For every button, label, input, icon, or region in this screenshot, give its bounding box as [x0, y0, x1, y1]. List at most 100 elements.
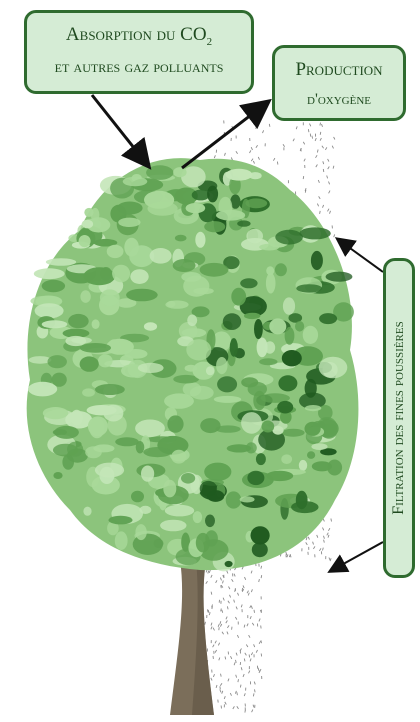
dust-particle — [324, 536, 325, 539]
label-filtration: Filtration des fines poussières — [383, 258, 415, 578]
foliage-patch — [43, 407, 68, 419]
dust-particle — [209, 612, 210, 615]
dust-particle — [330, 211, 331, 214]
foliage-patch — [82, 388, 95, 396]
dust-particle — [241, 605, 242, 608]
dust-particle — [329, 558, 330, 561]
foliage-patch — [299, 227, 330, 239]
foliage-patch — [150, 248, 172, 264]
dust-particle — [320, 132, 321, 135]
foliage-patch — [92, 319, 100, 329]
dust-particle — [230, 595, 231, 598]
dust-particle — [208, 571, 209, 574]
dust-particle — [245, 653, 247, 656]
dust-particle — [322, 124, 323, 127]
dust-particle — [319, 548, 321, 551]
dust-particle — [211, 575, 212, 578]
dust-particle — [246, 645, 248, 648]
dust-particle — [213, 645, 215, 648]
dust-particle — [255, 689, 256, 692]
dust-particle — [312, 136, 313, 139]
dust-particle — [223, 581, 224, 584]
foliage-patch — [187, 315, 197, 327]
foliage-patch — [266, 273, 276, 294]
foliage-patch — [257, 338, 268, 358]
foliage-patch — [95, 384, 125, 395]
foliage-patch — [190, 386, 214, 400]
foliage-patch — [226, 491, 242, 508]
foliage-patch — [53, 472, 62, 479]
foliage-patch — [67, 442, 83, 457]
foliage-patch — [217, 376, 237, 392]
foliage-patch — [278, 375, 297, 391]
dust-particle — [250, 605, 252, 608]
dust-particle — [317, 204, 318, 207]
foliage-patch — [98, 354, 113, 367]
arrow-filtration-top — [343, 243, 383, 272]
foliage-patch — [319, 357, 348, 379]
dust-particle — [220, 624, 221, 627]
dust-particle — [320, 138, 321, 141]
foliage-patch — [112, 265, 130, 283]
foliage-patch — [231, 288, 246, 306]
dust-particle — [308, 129, 309, 132]
dust-particle — [214, 155, 215, 158]
dust-particle — [216, 685, 217, 688]
foliage-patch — [160, 520, 186, 532]
dust-particle — [303, 142, 304, 145]
foliage-patch — [146, 165, 173, 180]
dust-particle — [273, 158, 275, 161]
dust-particle — [235, 691, 236, 694]
dust-particle — [324, 540, 325, 543]
foliage-patch — [216, 210, 245, 221]
foliage-patch — [143, 447, 171, 457]
dust-particle — [258, 157, 259, 160]
dust-particle — [213, 674, 214, 677]
dust-particle — [269, 124, 270, 127]
foliage-patch — [167, 415, 183, 432]
dust-particle — [220, 683, 222, 686]
dust-particle — [323, 205, 324, 208]
dust-particle — [242, 588, 243, 591]
foliage-patch — [186, 203, 206, 213]
foliage-patch — [223, 313, 241, 330]
dust-particle — [306, 542, 308, 545]
foliage-patch — [48, 355, 67, 368]
foliage-patch — [245, 198, 267, 208]
dust-particle — [205, 622, 206, 625]
dust-particle — [227, 606, 228, 609]
dust-particle — [236, 151, 238, 154]
foliage-patch — [163, 480, 176, 498]
dust-particle — [236, 675, 237, 678]
dust-particle — [232, 579, 234, 582]
dust-particle — [216, 580, 217, 583]
dust-particle — [238, 593, 239, 596]
dust-particle — [221, 609, 222, 612]
dust-particle — [234, 600, 235, 603]
dust-particle — [320, 211, 321, 214]
dust-particle — [252, 710, 253, 713]
foliage-patch — [307, 451, 315, 459]
dust-particle — [308, 537, 309, 540]
dust-particle — [226, 617, 227, 620]
dust-particle — [320, 123, 321, 126]
foliage-patch — [204, 463, 231, 481]
foliage-patch — [240, 278, 257, 288]
foliage-patch — [135, 420, 165, 438]
foliage-patch — [182, 328, 207, 337]
foliage-patch — [138, 363, 164, 373]
foliage-patch — [42, 280, 65, 292]
dust-particle — [322, 146, 324, 149]
dust-particle — [323, 528, 324, 531]
foliage-patch — [80, 343, 111, 353]
dust-particle — [251, 606, 252, 609]
production-line-2: d'oxygène — [275, 90, 403, 110]
dust-particle — [258, 668, 259, 671]
dust-particle — [243, 585, 244, 588]
foliage-patch — [71, 337, 92, 344]
dust-particle — [227, 632, 228, 635]
foliage-patch — [107, 245, 124, 258]
foliage-patch — [305, 405, 321, 411]
dust-particle — [244, 659, 245, 662]
dust-particle — [248, 593, 249, 596]
